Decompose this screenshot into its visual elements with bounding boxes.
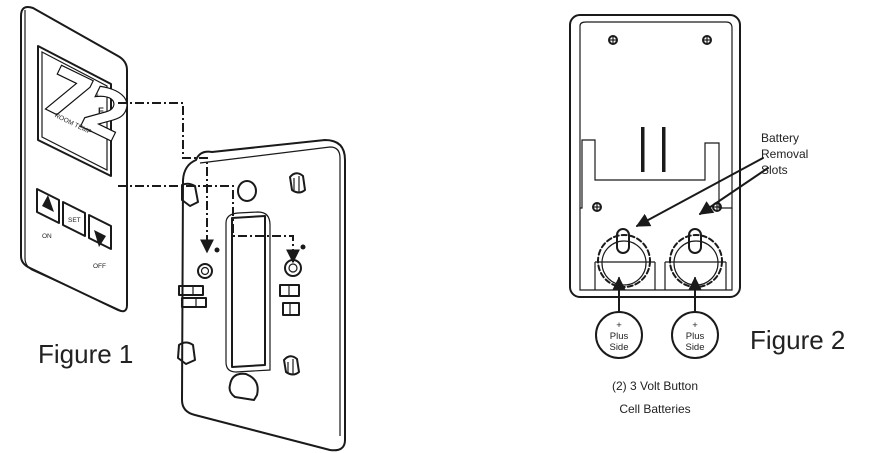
callout-line-3: Slots <box>761 163 788 177</box>
callout-arrow-right <box>698 167 769 215</box>
thermostat-back <box>569 14 741 298</box>
degree-mark: ° <box>95 92 99 103</box>
wall-plate <box>177 139 346 452</box>
down-button[interactable] <box>88 214 112 250</box>
side-label: Side <box>609 342 628 353</box>
alignment-guides <box>118 102 300 264</box>
figure-2-label: Figure 2 <box>750 325 845 355</box>
plus-label: Plus <box>686 331 705 342</box>
battery-caption-line-1: (2) 3 Volt Button <box>612 379 698 393</box>
thermostat-cover: 72 ° F ROOM TEMP ON SET OFF <box>20 6 142 313</box>
up-arrow-icon <box>42 195 54 212</box>
plus-label: Plus <box>610 331 629 342</box>
plus-side-right: + Plus Side <box>671 276 719 359</box>
off-label: OFF <box>93 263 106 270</box>
callout-line-1: Battery <box>761 131 799 145</box>
screw-icon <box>702 35 712 45</box>
callout-arrow-left <box>635 157 764 227</box>
lcd-display: 72 ° F ROOM TEMP <box>30 45 142 177</box>
left-terminal <box>178 263 213 308</box>
on-label: ON <box>42 233 52 240</box>
figure-2: Battery Removal Slots + Plus Side + Plus… <box>569 14 845 416</box>
plus-sign: + <box>692 320 698 331</box>
unit-label: F <box>98 106 104 117</box>
figure-1: 72 ° F ROOM TEMP ON SET OFF <box>20 6 346 452</box>
plus-side-left: + Plus Side <box>595 276 643 359</box>
figure-1-label: Figure 1 <box>38 339 133 369</box>
set-button[interactable]: SET <box>62 201 86 237</box>
down-arrow-icon <box>94 230 106 247</box>
screw-icon <box>592 202 602 212</box>
battery-holder-left <box>594 228 656 290</box>
screw-icon <box>608 35 618 45</box>
up-button[interactable] <box>36 188 60 224</box>
mounting-slot <box>228 372 259 401</box>
mounting-hole <box>237 180 257 202</box>
set-label: SET <box>68 217 81 224</box>
plus-sign: + <box>616 320 622 331</box>
battery-caption-line-2: Cell Batteries <box>619 402 690 416</box>
callout-line-2: Removal <box>761 147 808 161</box>
side-label: Side <box>685 342 704 353</box>
right-terminal <box>279 259 302 316</box>
